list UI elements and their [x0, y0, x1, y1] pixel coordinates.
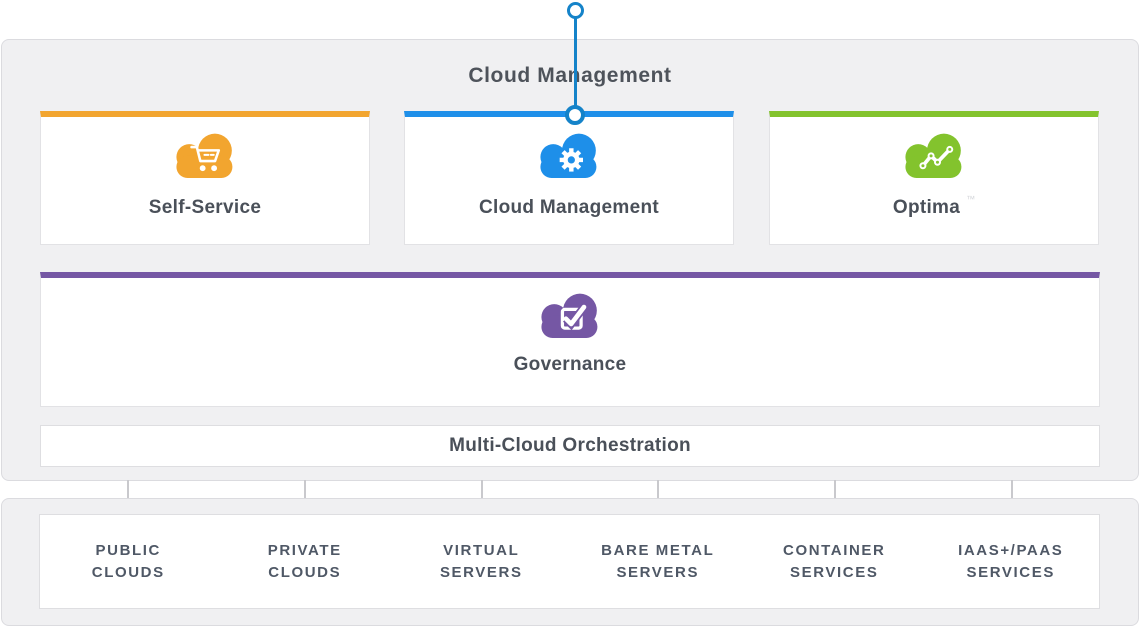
cloud-cart-icon [167, 129, 243, 185]
connector-top-node-icon [567, 2, 584, 19]
card-optima: Optima ™ [769, 111, 1099, 245]
infra-label: SERVICES [966, 564, 1055, 581]
panel-joiner-line [1011, 480, 1013, 498]
infra-label: VIRTUAL [443, 542, 520, 559]
infra-label: CONTAINER [783, 542, 886, 559]
card-cloud-management: Cloud Management [404, 111, 734, 245]
panel-joiner-line [127, 480, 129, 498]
card-label-optima: Optima [892, 197, 961, 218]
infrastructure-bar: PUBLIC CLOUDS PRIVATE CLOUDS VIRTUAL SER… [39, 514, 1100, 609]
panel-joiner-line [304, 480, 306, 498]
panel-joiner-line [657, 480, 659, 498]
card-label-cloud-management: Cloud Management [478, 197, 660, 218]
card-governance: Governance [40, 272, 1100, 407]
infra-label: SERVERS [616, 564, 700, 581]
infra-item-public-clouds: PUBLIC CLOUDS [40, 515, 217, 608]
card-label-self-service: Self-Service [148, 197, 262, 218]
infra-item-private-clouds: PRIVATE CLOUDS [217, 515, 394, 608]
connector-card-node-icon [565, 105, 585, 125]
infra-item-container-services: CONTAINER SERVICES [746, 515, 923, 608]
infra-item-virtual-servers: VIRTUAL SERVERS [393, 515, 570, 608]
trademark-mark: ™ [966, 194, 976, 204]
infra-item-bare-metal-servers: BARE METAL SERVERS [570, 515, 747, 608]
infra-label: SERVERS [439, 564, 523, 581]
infra-label: PUBLIC [95, 542, 161, 559]
cloud-check-icon [532, 289, 608, 345]
card-label-governance: Governance [513, 354, 627, 375]
cloud-chart-icon [896, 129, 972, 185]
orchestration-label: Multi-Cloud Orchestration [449, 435, 691, 456]
infra-label: CLOUDS [268, 564, 342, 581]
infra-item-iaas-paas-services: IAAS+/PAAS SERVICES [923, 515, 1100, 608]
platform-title: Cloud Management [468, 64, 672, 87]
connector-line [574, 12, 577, 116]
panel-joiner-line [834, 480, 836, 498]
infra-label: PRIVATE [267, 542, 342, 559]
cloud-gear-icon [531, 129, 607, 185]
panel-joiner-line [481, 480, 483, 498]
card-self-service: Self-Service [40, 111, 370, 245]
infra-label: IAAS+/PAAS [958, 542, 1064, 559]
infra-label: CLOUDS [91, 564, 165, 581]
infra-label: SERVICES [790, 564, 879, 581]
multi-cloud-orchestration-bar: Multi-Cloud Orchestration [40, 425, 1100, 467]
infra-label: BARE METAL [601, 542, 715, 559]
